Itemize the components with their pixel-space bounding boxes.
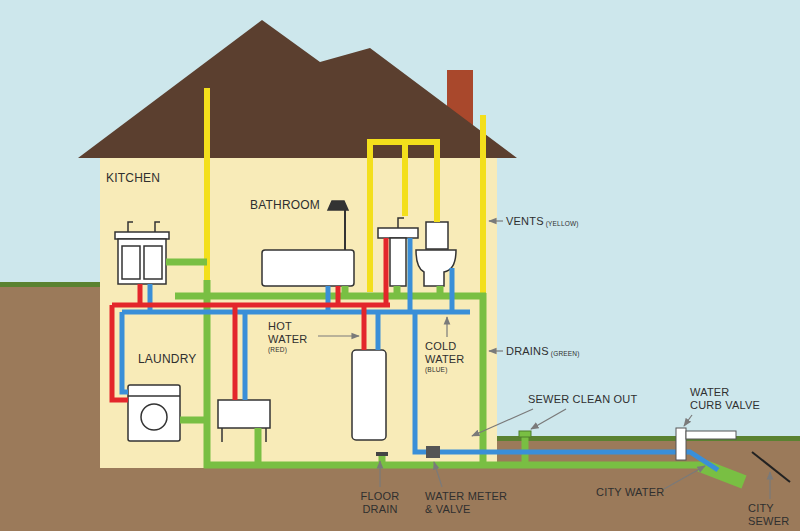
grass [497, 436, 800, 441]
city-sewer-main [752, 452, 790, 482]
part-label: WATER METER & VALVE [425, 490, 511, 515]
shower-pipe [338, 205, 345, 250]
leader-line [489, 220, 503, 221]
curb-valve-box [686, 431, 736, 439]
leader-line [531, 409, 566, 429]
toilet-tank [426, 222, 448, 249]
pipe-label: VENTS [506, 215, 544, 228]
cold-water-pipes [122, 238, 718, 470]
bath-sink [378, 228, 418, 238]
room-label: BATHROOM [250, 199, 320, 213]
room-label: LAUNDRY [138, 353, 197, 367]
grass [0, 282, 100, 287]
floor-drain-grate [376, 452, 388, 456]
kitchen-cabinet [118, 239, 166, 284]
shower-head [328, 201, 348, 210]
sink-pedestal [390, 238, 406, 286]
hot-water-pipes [112, 238, 390, 400]
kitchen-counter [115, 232, 169, 239]
part-label: FLOOR DRAIN [355, 490, 405, 515]
fixtures [115, 201, 456, 442]
water-meter [426, 446, 440, 458]
leader-line [684, 415, 692, 426]
leader-line [434, 462, 442, 487]
leader-line [446, 317, 447, 337]
washer-panel [128, 395, 180, 397]
leader-line [489, 350, 503, 351]
pipe-label: COLD WATER [425, 340, 471, 365]
leader-line [379, 461, 380, 487]
leader-lines [318, 221, 770, 499]
leader-line [472, 409, 533, 436]
pipe-label: HOT WATER [268, 320, 312, 345]
sewer-pipe [700, 465, 744, 482]
part-label: WATER CURB VALVE [690, 386, 761, 411]
curb-valve [676, 428, 686, 460]
washer [128, 385, 180, 441]
leader-line [318, 335, 359, 336]
laundry-sink [218, 400, 270, 428]
clean-out-cap [519, 431, 531, 437]
color-note: (GREEN) [551, 350, 580, 357]
washer-door [141, 404, 167, 430]
water-heater [352, 350, 386, 440]
cabinet-door [122, 246, 140, 279]
part-label: CITY SEWER [748, 502, 794, 527]
leader-line [664, 466, 705, 489]
kitchen-faucet [128, 222, 160, 232]
part-label: SEWER CLEAN OUT [528, 393, 637, 406]
color-note: (YELLOW) [546, 220, 579, 227]
room-label: KITCHEN [106, 172, 160, 186]
part-label: CITY WATER [596, 486, 664, 499]
color-note: (RED) [268, 346, 287, 353]
pipes [112, 88, 790, 482]
pipe-label: DRAINS [506, 345, 549, 358]
color-note: (BLUE) [425, 366, 448, 373]
vent-pipes [207, 88, 483, 293]
roof [78, 20, 517, 158]
bath-faucet [398, 218, 404, 228]
bathtub [262, 250, 354, 286]
ground [0, 286, 100, 531]
cabinet-door [144, 246, 162, 279]
leader-line [769, 472, 770, 499]
